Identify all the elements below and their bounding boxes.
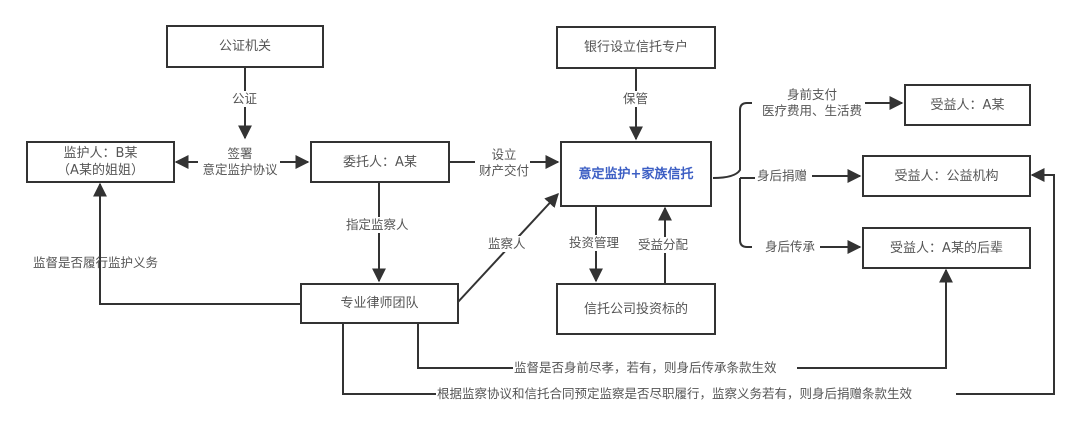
- label-benefit-distribute: 受益分配: [637, 237, 690, 253]
- node-guardian: 监护人：B某 （A某的姐姐）: [26, 141, 175, 183]
- node-beneficiary-self: 受益人：A某: [904, 84, 1031, 126]
- node-bank: 银行设立信托专户: [556, 26, 716, 69]
- edge-lawyer-to-guardian: [93, 182, 300, 305]
- node-trust-label: 意定监护+家族信托: [578, 166, 694, 182]
- label-establish-line2: 财产交付: [478, 163, 529, 178]
- label-invest-manage: 投资管理: [568, 235, 621, 251]
- label-living-pay-line2: 医疗费用、生活费: [761, 103, 862, 118]
- label-sign: 签署 意定监护协议: [198, 146, 282, 178]
- label-sign-line1: 签署: [227, 146, 253, 161]
- node-investment-label: 信托公司投资标的: [583, 301, 688, 317]
- node-notary-label: 公证机关: [218, 39, 271, 54]
- node-trust: 意定监护+家族信托: [560, 141, 712, 207]
- node-guardian-line2: （A某的姐姐）: [57, 163, 144, 178]
- label-living-pay-line1: 身前支付: [786, 87, 837, 102]
- node-lawyer: 专业律师团队: [300, 283, 459, 324]
- label-supervise-guardian: 监督是否履行监护义务: [33, 255, 159, 270]
- node-settlor: 委托人：A某: [310, 141, 450, 183]
- edge-duty-condition-end: [956, 168, 1055, 395]
- label-custody: 保管: [622, 91, 650, 107]
- label-living-pay: 身前支付 医疗费用、生活费: [756, 87, 868, 119]
- node-beneficiary-heirs-label: 受益人：A某的后辈: [890, 240, 1003, 256]
- brace: [712, 102, 755, 248]
- label-filial-condition: 监督是否身前尽孝，若有，则身后传承条款生效: [513, 360, 778, 376]
- node-guardian-line1: 监护人：B某: [63, 146, 138, 161]
- node-lawyer-label: 专业律师团队: [340, 296, 419, 311]
- node-beneficiary-charity-label: 受益人：公益机构: [894, 168, 999, 184]
- label-posthumous-donation: 身后捐赠: [756, 168, 809, 184]
- node-notary: 公证机关: [166, 25, 324, 68]
- node-beneficiary-heirs: 受益人：A某的后辈: [862, 227, 1031, 269]
- edge-duty-condition: [342, 323, 437, 395]
- label-posthumous-inherit: 身后传承: [764, 239, 817, 255]
- node-settlor-label: 委托人：A某: [343, 154, 417, 170]
- node-beneficiary-charity: 受益人：公益机构: [862, 155, 1031, 197]
- label-appoint-supervisor: 指定监察人: [345, 217, 410, 233]
- label-sign-line2: 意定监护协议: [202, 162, 278, 177]
- node-investment: 信托公司投资标的: [556, 283, 716, 335]
- edge-filial-condition: [417, 323, 515, 369]
- node-beneficiary-self-label: 受益人：A某: [930, 97, 1005, 113]
- label-supervisor: 监察人: [487, 236, 527, 252]
- label-duty-condition: 根据监察协议和信托合同预定监察是否尽职履行，监察义务若有，则身后捐赠条款生效: [436, 386, 914, 402]
- label-establish-line1: 设立: [491, 147, 517, 162]
- node-bank-label: 银行设立信托专户: [583, 40, 688, 55]
- label-establish: 设立 财产交付: [474, 147, 534, 179]
- edge-filial-condition-end: [797, 268, 953, 369]
- label-notarize: 公证: [231, 91, 259, 107]
